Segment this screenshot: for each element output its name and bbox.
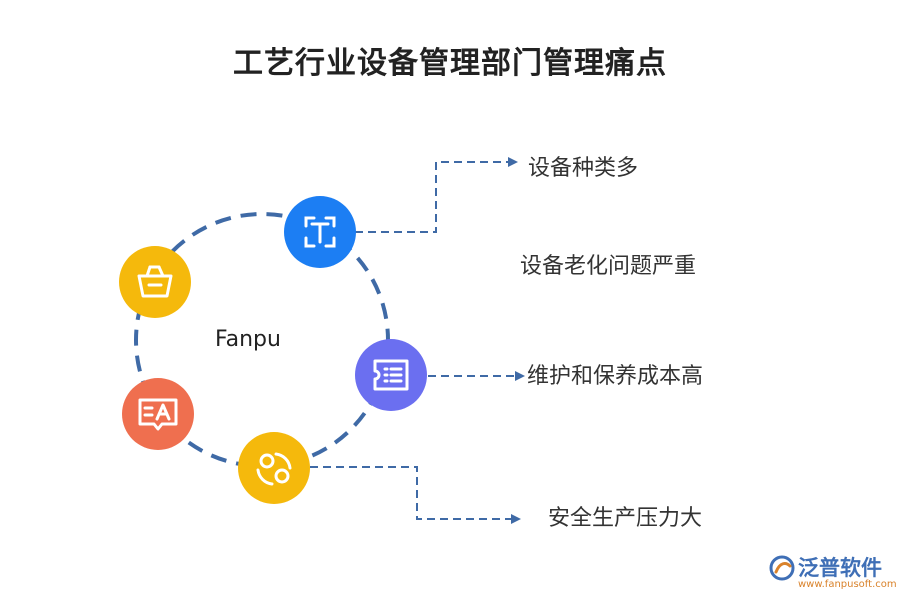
logo-name: 泛普软件 [798, 556, 882, 580]
pain-point-3: 维护和保养成本高 [527, 364, 704, 389]
center-label: Fanpu [215, 327, 281, 352]
node-text-frame [284, 196, 356, 268]
page-title: 工艺行业设备管理部门管理痛点 [233, 46, 667, 81]
node-exchange [238, 432, 310, 504]
translate-icon [138, 398, 178, 431]
pain-point-1: 设备种类多 [528, 156, 639, 181]
exchange-icon [256, 452, 292, 486]
node-basket [119, 246, 191, 318]
basket-icon [137, 265, 173, 298]
pain-point-4: 安全生产压力大 [548, 506, 703, 531]
pain-point-2: 设备老化问题严重 [520, 254, 697, 279]
connector-1 [355, 161, 510, 233]
connector-4 [310, 466, 512, 520]
arrowhead-1 [508, 157, 518, 167]
brand-logo: 泛普软件 www.fanpusoft.com [768, 552, 897, 596]
logo-url: www.fanpusoft.com [798, 579, 897, 590]
logo-mark-icon [769, 555, 795, 581]
arrowhead-4 [511, 514, 521, 524]
text-frame-icon [304, 216, 336, 248]
arrowhead-3 [515, 371, 525, 381]
node-translate [122, 378, 194, 450]
node-list-ticket [355, 339, 427, 411]
list-ticket-icon [373, 359, 409, 391]
